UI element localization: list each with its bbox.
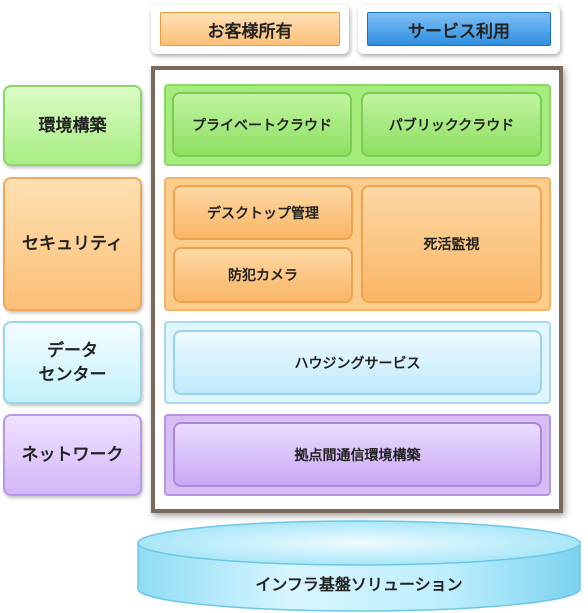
category-security: セキュリティ bbox=[3, 177, 142, 311]
security-camera-box: 防犯カメラ bbox=[173, 247, 353, 303]
blind-spot-monitoring-box: 死活監視 bbox=[361, 185, 542, 303]
legend-owned-chip: お客様所有 bbox=[160, 12, 340, 46]
housing-service-box: ハウジングサービス bbox=[173, 330, 542, 395]
site-network-box: 拠点間通信環境構築 bbox=[173, 422, 542, 487]
legend-service: サービス利用 bbox=[358, 5, 560, 54]
desktop-management-box: デスクトップ管理 bbox=[173, 185, 353, 240]
legend-owned: お客様所有 bbox=[151, 5, 349, 54]
category-environment: 環境構築 bbox=[3, 85, 142, 166]
public-cloud-box: パブリッククラウド bbox=[361, 92, 542, 157]
legend-service-chip: サービス利用 bbox=[367, 12, 551, 46]
foundation-label: インフラ基盤ソリューション bbox=[255, 575, 463, 594]
category-network: ネットワーク bbox=[3, 414, 142, 496]
category-datacenter: データ センター bbox=[3, 321, 142, 404]
private-cloud-box: プライベートクラウド bbox=[172, 92, 352, 157]
foundation-disc bbox=[137, 520, 581, 612]
